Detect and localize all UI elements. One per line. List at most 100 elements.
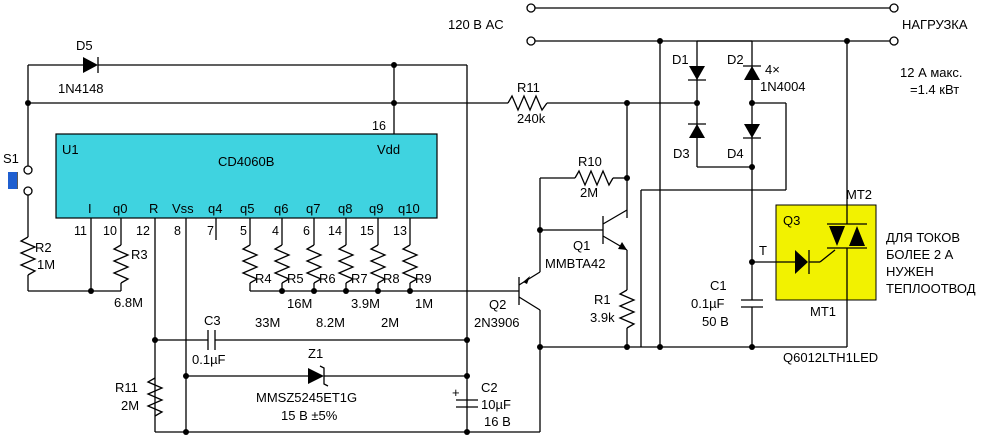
pin-q8-label: q8: [338, 201, 352, 216]
d5-part: 1N4148: [58, 81, 104, 96]
r11-top-label: R11: [517, 80, 540, 95]
pin-q6-num: 4: [272, 224, 279, 238]
r10-resistor: [574, 169, 614, 187]
pin-q7-label: q7: [306, 201, 320, 216]
c2-voltage: 16 В: [484, 414, 511, 429]
q1-label: Q1: [573, 238, 590, 253]
r10-label: R10: [578, 154, 602, 169]
r5-label: R5: [287, 271, 304, 286]
r11-top-value: 240k: [517, 111, 546, 126]
note-line2: БОЛЕЕ 2 А: [886, 247, 954, 262]
mains-label: 120 В AC: [448, 17, 504, 32]
s1-label: S1: [3, 151, 19, 166]
s1-terminal-bottom: [23, 186, 33, 196]
d5-label: D5: [76, 38, 93, 53]
diode-d1: [689, 66, 705, 80]
z1-spec: 15 В ±5%: [281, 408, 338, 423]
diode-d3: [689, 124, 705, 138]
note-line3: НУЖЕН: [886, 264, 934, 279]
r4-resistor: [241, 244, 259, 284]
q2-part: 2N3906: [474, 315, 520, 330]
zener-z1: [308, 368, 324, 384]
diode-d2: [744, 66, 760, 80]
pin-q4-label: q4: [208, 201, 222, 216]
load-terminal-top: [889, 3, 899, 13]
transistor-section: R10 2M Q1 MMBTA42 R1 3.9k Q2 2N3906: [474, 103, 641, 432]
pin-i-label: I: [88, 201, 92, 216]
r8-value: 2M: [381, 315, 399, 330]
mains-section: 120 В AC НАГРУЗКА 12 А макс. =1.4 кВт: [448, 3, 968, 97]
s1-terminal-top: [23, 165, 33, 175]
pin-q6-label: q6: [274, 201, 288, 216]
pin-r-num: 12: [136, 224, 150, 238]
z1-part: MMSZ5245ET1G: [256, 390, 357, 405]
r6-value: 8.2M: [316, 315, 345, 330]
d3-label: D3: [673, 146, 690, 161]
note-line1: ДЛЯ ТОКОВ: [886, 230, 960, 245]
r3-label: R3: [131, 247, 148, 262]
r11-bottom-resistor: [146, 377, 164, 417]
c3-value: 0.1µF: [192, 352, 226, 367]
r11-top-resistor: [507, 94, 548, 112]
pin-q10-label: q10: [398, 201, 420, 216]
r1-resistor: [618, 289, 636, 329]
pin-q9-num: 15: [360, 224, 374, 238]
pin-vss-num: 8: [174, 224, 181, 238]
triac-section: T C1 0.1µF 50 В Q3 MT2 MT1 Q6012LTH1LED …: [641, 41, 976, 365]
bridge-rectifier: D1 D2 4× 1N4004 D3 D4: [640, 40, 806, 347]
r4-value: 33M: [255, 315, 280, 330]
r10-value: 2M: [580, 185, 598, 200]
q3-gate-label: T: [759, 243, 767, 258]
r3-resistor: [112, 244, 130, 284]
r5-value: 16M: [287, 296, 312, 311]
r7-resistor: [337, 244, 355, 284]
pin-q7-num: 6: [303, 224, 310, 238]
pin-q0-num: 10: [103, 224, 117, 238]
r3-section: R3 6.8M: [88, 244, 148, 310]
q2-label: Q2: [489, 297, 506, 312]
s1-pushbutton[interactable]: [8, 172, 17, 189]
r11-bottom-label: R11: [115, 380, 138, 395]
c1-value: 0.1µF: [691, 296, 725, 311]
note-line4: ТЕПЛООТВОД: [886, 281, 976, 296]
ic-ref: U1: [62, 142, 79, 157]
rating-line1: 12 А макс.: [900, 65, 962, 80]
c1-label: C1: [710, 278, 727, 293]
r2-resistor: [19, 236, 37, 276]
q3-part: Q6012LTH1LED: [783, 350, 878, 365]
d1-label: D1: [672, 52, 689, 67]
r4-label: R4: [255, 271, 272, 286]
d2-label: D2: [727, 52, 744, 67]
r5-resistor: [273, 244, 291, 284]
bridge-part-count: 4×: [765, 62, 780, 77]
pin-q8-num: 14: [328, 224, 342, 238]
r2-label: R2: [35, 240, 52, 255]
bridge-part: 1N4004: [760, 79, 806, 94]
pin-q5-label: q5: [240, 201, 254, 216]
divider-resistors: R4 R5 R6 R7 R8 R9 33M 16M 8.2M 3.9M 2M 1…: [241, 244, 519, 330]
c3-label: C3: [204, 313, 221, 328]
q3-mt1-label: MT1: [810, 304, 836, 319]
pin-q9-label: q9: [369, 201, 383, 216]
q3-triac: [775, 204, 877, 301]
r2-value: 1M: [37, 257, 55, 272]
r1-label: R1: [594, 292, 611, 307]
r9-resistor: [401, 244, 419, 284]
c1-voltage: 50 В: [702, 314, 729, 329]
c2-polarity: +: [452, 385, 460, 400]
mains-terminal-top: [526, 3, 536, 13]
ic-vdd-label: Vdd: [377, 142, 400, 157]
ic-u1-body: [55, 133, 438, 219]
pin-q4-num: 7: [207, 224, 214, 238]
r9-label: R9: [415, 271, 432, 286]
pin-i-num: 11: [74, 224, 87, 238]
c2-label: C2: [481, 380, 498, 395]
r6-label: R6: [319, 271, 336, 286]
z1-label: Z1: [308, 346, 323, 361]
c2-value: 10µF: [481, 397, 511, 412]
ic-u1: U1 CD4060B Vdd 16 I q0 R Vss q4 q5 q6 q7…: [55, 62, 468, 432]
diode-d5: [83, 57, 98, 73]
q3-led-icon: [795, 250, 808, 274]
d4-label: D4: [727, 146, 744, 161]
